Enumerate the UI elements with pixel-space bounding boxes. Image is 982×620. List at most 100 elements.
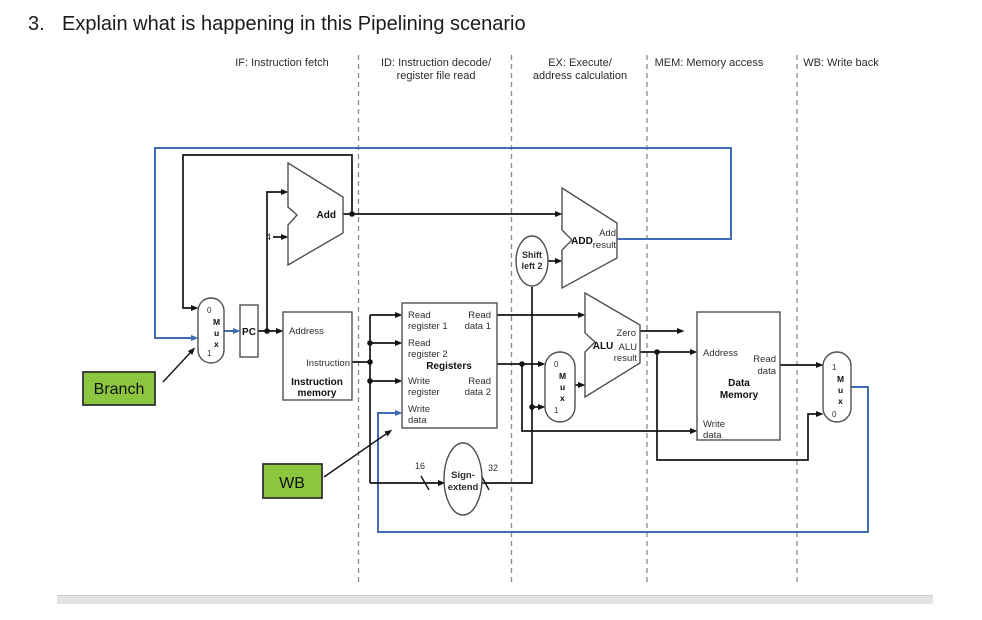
reg-read-reg2-line1: Read (408, 338, 431, 349)
wire-junctions (264, 211, 660, 410)
reg-read-data2-line2: data 2 (465, 387, 491, 398)
reg-write-reg-line2: register (408, 387, 440, 398)
stage-label-wb: WB: Write back (803, 57, 879, 69)
stage-label-id-line2: register file read (397, 70, 476, 82)
wb-mux-m: M (837, 374, 844, 384)
junction-read-data2 (519, 361, 525, 367)
reg-read-data2-line1: Read (468, 376, 491, 387)
wire-branch-target-feedback (154, 147, 732, 341)
increment-4-label: 4 (266, 232, 271, 243)
page-title: Explain what is happening in this Pipeli… (62, 13, 526, 35)
pc-source-mux (197, 297, 225, 364)
branch-adder-result-line1: Add (599, 228, 616, 239)
bus-width-32: 32 (488, 463, 498, 473)
junction-instr-rr2 (367, 340, 373, 346)
dmem-address-label: Address (703, 348, 738, 359)
wire-pc-to-adder (266, 189, 289, 331)
pc-register (239, 304, 259, 358)
alu-block (584, 291, 641, 399)
bus-width-16: 16 (415, 461, 425, 471)
stage-label-id-line1: ID: Instruction decode/ (381, 57, 492, 69)
wire-signext-out (482, 287, 533, 484)
highlighted-paths (154, 147, 869, 533)
reg-read-reg2-line2: register 2 (408, 349, 448, 360)
datapath-blocks (197, 161, 852, 516)
instruction-memory-block (282, 311, 353, 401)
wb-callout-arrow (323, 429, 393, 478)
bottom-scrollbar[interactable] (57, 595, 933, 604)
reg-read-reg1-line1: Read (408, 310, 431, 321)
alu-zero-label: Zero (616, 328, 636, 339)
alu-mux-x: x (560, 393, 565, 403)
alu-result-line2: result (614, 353, 638, 364)
wb-mux-in1: 1 (832, 363, 837, 372)
pc-mux-in1: 1 (207, 349, 212, 358)
pc-mux-u: u (214, 328, 219, 338)
junction-pc-plus4 (349, 211, 355, 217)
stage-label-ex-line1: EX: Execute/ (548, 57, 613, 69)
sign-extend-block (443, 442, 483, 516)
branch-callout-arrow (162, 347, 196, 383)
alu-mux-in1: 1 (554, 406, 559, 415)
imem-name-line1: Instruction (291, 377, 343, 388)
sign-extend-line1: Sign- (451, 470, 475, 481)
alu-label: ALU (593, 341, 614, 352)
imem-instruction-label: Instruction (306, 358, 350, 369)
registers-block (401, 302, 498, 429)
wire-writeback-feedback (377, 386, 869, 533)
wires (182, 154, 824, 486)
dmem-write-data-line1: Write (703, 419, 725, 430)
shift-left-2-block (515, 235, 549, 287)
junction-pc-out (264, 328, 270, 334)
junction-instr-main (367, 359, 373, 365)
branch-callout-label: Branch (94, 381, 145, 398)
dmem-read-data-line1: Read (753, 354, 776, 365)
wire-pc-plus4-to-mux (182, 154, 353, 311)
branch-adder-result-line2: result (593, 240, 617, 251)
wb-callout-label: WB (279, 475, 305, 492)
alu-source-mux (544, 351, 576, 423)
shift-left-line2: left 2 (521, 261, 542, 271)
pc-mux-in0: 0 (207, 306, 212, 315)
pc-adder-block (287, 161, 344, 267)
mem-to-reg-mux (822, 351, 852, 423)
wire-alu-result-bypass (656, 352, 824, 461)
shift-left-line1: Shift (522, 250, 542, 260)
registers-name: Registers (426, 361, 472, 372)
scrollbar-track[interactable] (57, 595, 933, 604)
imem-name-line2: memory (298, 388, 337, 399)
reg-read-reg1-line2: register 1 (408, 321, 448, 332)
pc-mux-m: M (213, 317, 220, 327)
annotation-callouts: Branch WB (82, 347, 393, 499)
pc-adder-label: Add (317, 210, 336, 221)
pc-label: PC (242, 327, 256, 338)
wb-mux-u: u (838, 385, 843, 395)
wb-callout-box (262, 463, 323, 499)
wb-mux-in0: 0 (832, 410, 837, 419)
pc-mux-x: x (214, 339, 219, 349)
stage-label-mem: MEM: Memory access (655, 57, 764, 69)
stage-label-ex-line2: address calculation (533, 70, 627, 82)
reg-read-data1-line1: Read (468, 310, 491, 321)
reg-write-data-line2: data (408, 415, 427, 426)
alu-result-line1: ALU (619, 342, 638, 353)
reg-write-reg-line1: Write (408, 376, 430, 387)
data-memory-block (696, 311, 781, 441)
stage-label-if: IF: Instruction fetch (235, 57, 329, 69)
wb-mux-x: x (838, 396, 843, 406)
reg-read-data1-line2: data 1 (465, 321, 491, 332)
alu-mux-in0: 0 (554, 360, 559, 369)
alu-mux-u: u (560, 382, 565, 392)
stage-dividers (357, 55, 798, 583)
stage-headers: IF: Instruction fetch ID: Instruction de… (235, 57, 879, 82)
reg-write-data-line1: Write (408, 404, 430, 415)
question-number: 3. (28, 13, 45, 35)
dmem-read-data-line2: data (758, 366, 777, 377)
imem-address-label: Address (289, 326, 324, 337)
bus-slash-16 (420, 475, 430, 491)
wire-read-data2-to-dmem (521, 364, 698, 434)
junction-alu-result (654, 349, 660, 355)
junction-instr-wr (367, 378, 373, 384)
